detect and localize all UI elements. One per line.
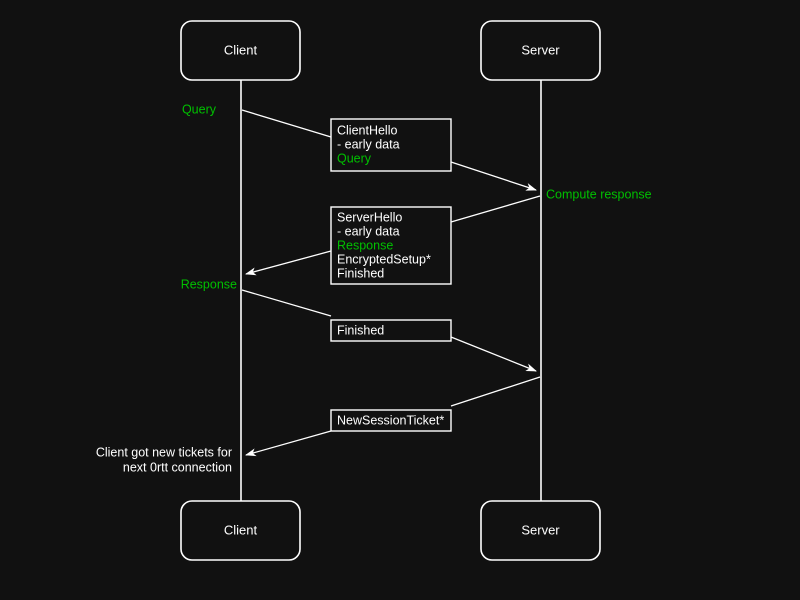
message-line-server-to-newsessionticket	[450, 376, 541, 407]
actor-box-server-top[interactable]	[480, 20, 601, 81]
actor-box-client-bottom[interactable]	[180, 500, 301, 561]
note-line-serverhello-4: Finished	[337, 266, 384, 280]
note-box-finished[interactable]	[330, 319, 452, 342]
side-label-query: Query	[182, 102, 217, 116]
note-line-finished-0: Finished	[337, 323, 384, 337]
message-line-finished-to-server	[450, 336, 537, 372]
actor-label-client-bottom: Client	[224, 522, 258, 537]
note-line-serverhello-1: - early data	[337, 224, 400, 238]
note-line-clienthello-1: - early data	[337, 137, 400, 151]
side-label-compute-response: Compute response	[546, 187, 652, 201]
note-box-serverhello[interactable]	[330, 206, 452, 285]
actor-box-server-bottom[interactable]	[480, 500, 601, 561]
message-line-serverhello-to-client	[245, 250, 332, 276]
side-label-client-tickets-line2: next 0rtt connection	[123, 460, 232, 474]
side-label-client-tickets-line1: Client got new tickets for	[96, 445, 232, 459]
note-box-newsessionticket[interactable]	[330, 409, 452, 432]
message-line-server-to-serverhello	[450, 195, 541, 223]
message-line-client-to-finished	[241, 289, 332, 317]
note-line-clienthello-2: Query	[337, 151, 372, 165]
actor-label-client-top: Client	[224, 42, 258, 57]
side-label-response: Response	[181, 277, 237, 291]
note-box-clienthello[interactable]	[330, 118, 452, 172]
message-line-clienthello-to-server	[450, 161, 537, 191]
note-line-newsessionticket-0: NewSessionTicket*	[337, 413, 444, 427]
actor-label-server-bottom: Server	[521, 522, 560, 537]
actor-box-client-top[interactable]	[180, 20, 301, 81]
note-line-serverhello-2: Response	[337, 238, 393, 252]
actor-label-server-top: Server	[521, 42, 560, 57]
message-line-client-to-clienthello	[241, 109, 332, 138]
note-line-serverhello-0: ServerHello	[337, 210, 402, 224]
message-line-newsessionticket-to-client	[245, 430, 332, 457]
note-line-serverhello-3: EncryptedSetup*	[337, 252, 431, 266]
note-line-clienthello-0: ClientHello	[337, 123, 397, 137]
